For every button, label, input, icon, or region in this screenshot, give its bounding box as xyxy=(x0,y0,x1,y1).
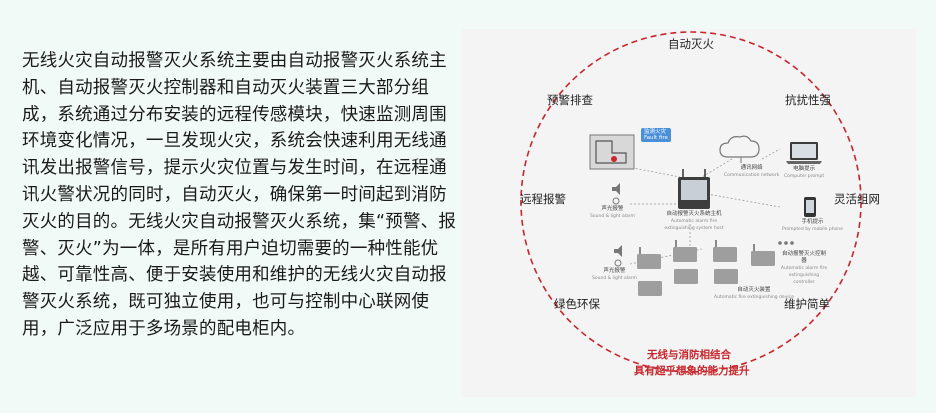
alarm-badge: 监测火灾 Fault fire xyxy=(641,128,671,142)
laptop-icon xyxy=(786,142,822,164)
description-paragraph: 无线火灾自动报警灭火系统主要由自动报警灭火系统主机、自动报警灭火控制器和自动灭火… xyxy=(22,51,457,339)
bottom-line-1: 无线与消防相结合 xyxy=(647,349,731,361)
ring-label-top: 自动灭火 xyxy=(668,37,714,51)
diagram-graphics xyxy=(520,31,862,373)
ring-label-lower-right: 维护简单 xyxy=(784,297,830,311)
floor-map-icon xyxy=(589,134,635,170)
ring-label-right: 灵活组网 xyxy=(834,192,880,206)
controller-boxes xyxy=(637,240,775,296)
more-dots-icon xyxy=(778,241,794,245)
bottom-line-2: 具有超乎想象的能力提升 xyxy=(634,365,750,377)
phone-icon xyxy=(804,197,816,217)
cloud-icon xyxy=(719,135,760,163)
ring-label-lower-left: 绿色环保 xyxy=(554,297,600,311)
speaker-icon-2 xyxy=(614,245,622,267)
system-diagram: 自动灭火 预警排查 抗扰性强 远程报警 灵活组网 绿色环保 维护简单 无线与消防… xyxy=(462,29,916,397)
ring-label-upper-left: 预警排查 xyxy=(547,93,593,107)
ring-label-upper-right: 抗扰性强 xyxy=(785,93,831,107)
dashed-ring xyxy=(520,31,862,373)
host-device-icon xyxy=(678,169,710,209)
speaker-icon-1 xyxy=(612,183,620,205)
ring-label-left: 远程报警 xyxy=(520,192,566,206)
